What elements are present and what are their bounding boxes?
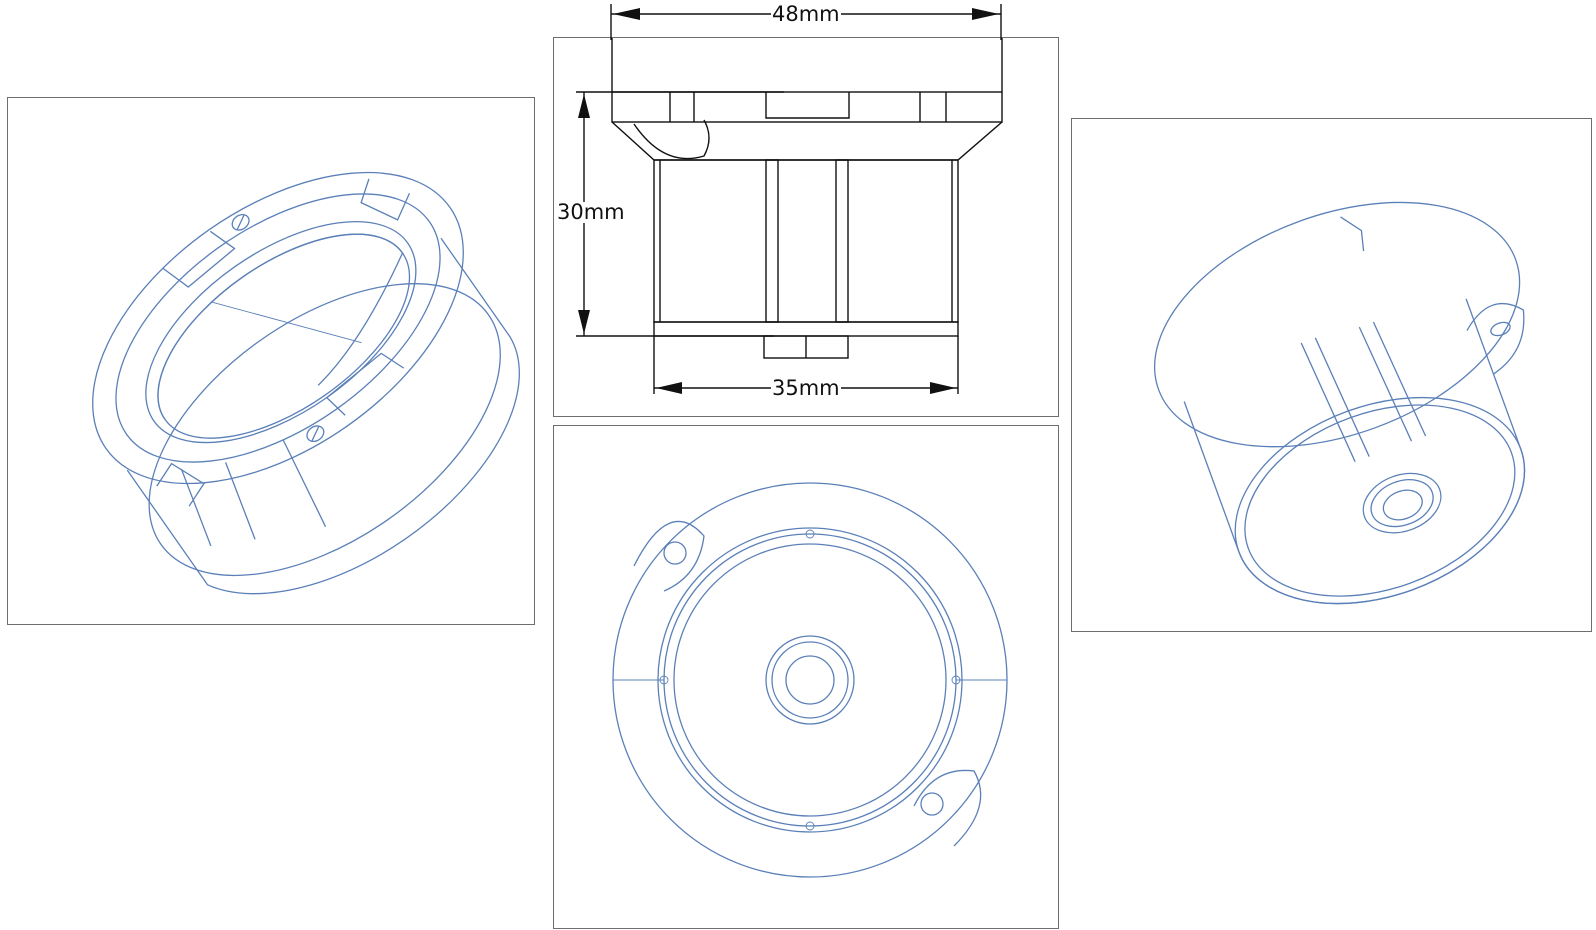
- height-dimension-label: 30mm: [556, 200, 626, 224]
- front-view-drawing: [612, 482, 1008, 878]
- bottom-width-dimension-label: 35mm: [771, 376, 841, 400]
- side-view-drawing: [576, 38, 1003, 394]
- front-view-panel: [553, 425, 1059, 929]
- top-width-dimension-label: 48mm: [771, 2, 841, 26]
- iso-view-bottom-panel: [1071, 118, 1592, 632]
- iso-view-bottom-drawing: [1154, 201, 1526, 605]
- iso-view-top-panel: [7, 97, 535, 625]
- iso-view-top-drawing: [92, 171, 520, 595]
- side-view-panel: 30mm 35mm: [553, 37, 1059, 417]
